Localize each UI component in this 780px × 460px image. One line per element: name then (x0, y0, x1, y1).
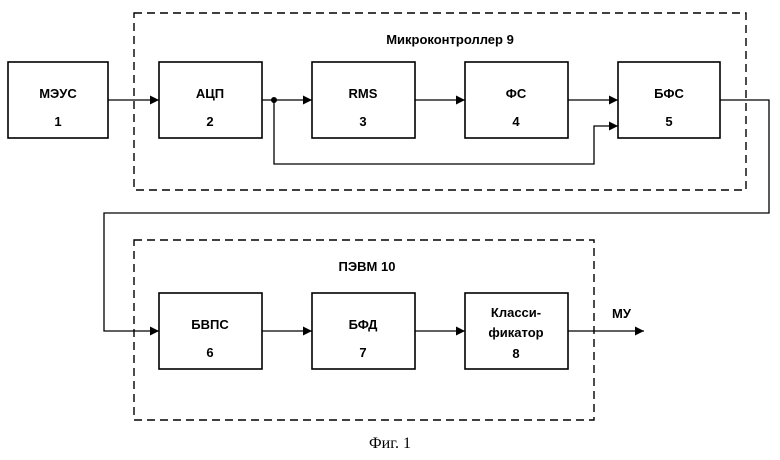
block-classifier: Класси- фикатор 8 (465, 293, 568, 369)
block-bfd-number: 7 (359, 345, 366, 360)
block-rms-name: RMS (349, 86, 378, 101)
output-label: МУ (612, 306, 632, 321)
block-bfd-name: БФД (349, 317, 379, 332)
block-fs-name: ФС (506, 86, 527, 101)
block-classifier-number: 8 (512, 346, 519, 361)
pc-group-title: ПЭВМ 10 (339, 259, 396, 274)
block-rms: RMS 3 (312, 62, 415, 138)
block-fs: ФС 4 (465, 62, 568, 138)
block-bvps: БВПС 6 (159, 293, 262, 369)
block-bvps-name: БВПС (191, 317, 229, 332)
block-bfs-number: 5 (665, 114, 672, 129)
block-meus-number: 1 (54, 114, 61, 129)
block-bvps-number: 6 (206, 345, 213, 360)
block-meus-name: МЭУС (39, 86, 77, 101)
block-fs-number: 4 (512, 114, 520, 129)
block-meus: МЭУС 1 (8, 62, 108, 138)
block-bfs: БФС 5 (618, 62, 720, 138)
block-bfs-name: БФС (654, 86, 684, 101)
block-classifier-name-line2: фикатор (488, 325, 543, 340)
block-adc-name: АЦП (196, 86, 224, 101)
block-bfd: БФД 7 (312, 293, 415, 369)
microcontroller-group-title: Микроконтроллер 9 (386, 32, 514, 47)
block-classifier-name-line1: Класси- (491, 305, 541, 320)
block-adc-number: 2 (206, 114, 213, 129)
figure-caption: Фиг. 1 (369, 435, 411, 452)
block-rms-number: 3 (359, 114, 366, 129)
block-adc: АЦП 2 (159, 62, 262, 138)
